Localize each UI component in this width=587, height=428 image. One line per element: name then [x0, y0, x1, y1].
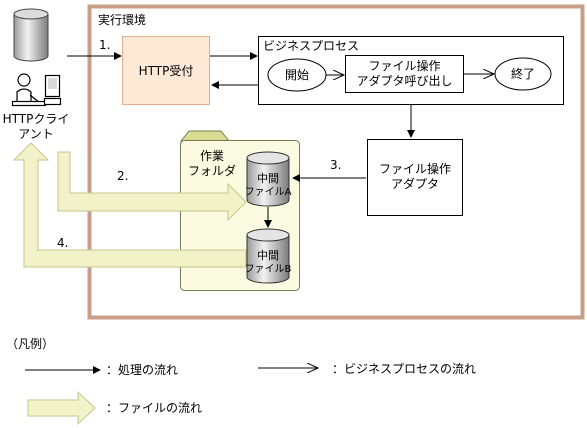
file-b-label-line2: ファイルB	[244, 264, 292, 275]
file-adapter-box	[367, 139, 463, 216]
file-b-label-line1: 中間	[257, 249, 279, 262]
environment-frame	[87, 4, 585, 320]
step-4-label: 4.	[57, 236, 69, 250]
client-database-icon	[13, 8, 49, 62]
client-label-line2: アント	[18, 127, 54, 141]
business-process-label: ビジネスプロセス	[263, 39, 360, 53]
adapter-call-label-line2: アダプタ呼び出し	[356, 74, 453, 88]
step-3-label: 3.	[330, 158, 342, 172]
end-label: 終了	[510, 67, 535, 81]
legend-title: （凡例）	[6, 337, 55, 351]
step-1-label: 1.	[99, 38, 111, 52]
client-label-line1: HTTPクライ	[2, 112, 70, 126]
step-2-label: 2.	[117, 169, 129, 183]
end-node	[494, 57, 552, 91]
http-receive-box	[122, 36, 210, 105]
adapter-call-box	[345, 55, 464, 93]
file-adapter-label-line1: ファイル操作	[378, 162, 451, 176]
file-flow-arrow-4	[12, 142, 247, 268]
client-user-icon	[11, 73, 62, 107]
start-label: 開始	[284, 68, 309, 82]
file-flow-arrow-2	[57, 151, 247, 222]
work-folder-label-line2: フォルダ	[187, 164, 236, 178]
adapter-call-label-line1: ファイル操作	[368, 59, 441, 73]
file-b-cylinder	[246, 228, 290, 284]
work-folder-label-line1: 作業	[199, 149, 224, 163]
folder-tab	[179, 130, 231, 142]
legend-process-label: ：処理の流れ	[106, 363, 179, 377]
file-a-cylinder	[246, 151, 290, 207]
http-receive-label: HTTP受付	[138, 64, 194, 78]
environment-label: 実行環境	[98, 13, 147, 27]
file-a-label-line1: 中間	[257, 172, 279, 185]
file-a-label-line2: ファイルA	[244, 187, 292, 198]
legend-business-label: ：ビジネスプロセスの流れ	[332, 362, 477, 376]
legend-file-arrow	[27, 390, 96, 426]
file-adapter-label-line2: アダプタ	[390, 177, 439, 191]
legend-file-label: ：ファイルの流れ	[106, 401, 203, 415]
